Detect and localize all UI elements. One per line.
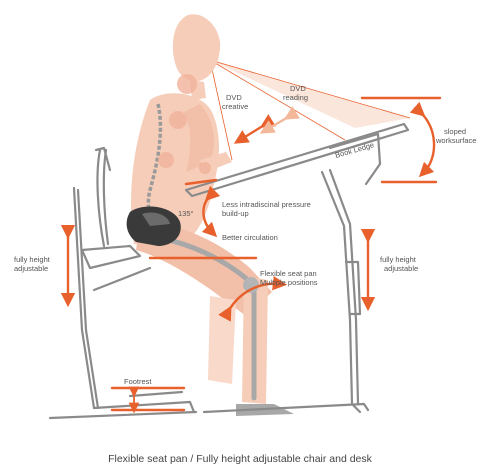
label-dvd-reading-1: DVD xyxy=(290,84,306,93)
label-dvd-creative-2: creative xyxy=(222,102,248,111)
dvd-creative-arrow xyxy=(240,124,266,140)
label-chair-height-1: fully height xyxy=(14,255,51,264)
label-circulation: Better circulation xyxy=(222,233,278,242)
label-seat-pan-2: Multiple positions xyxy=(260,278,318,287)
label-dvd-reading-2: reading xyxy=(283,93,308,102)
label-pressure-1: Less intradiscinal pressure xyxy=(222,200,311,209)
label-desk-height-2: adjustable xyxy=(384,264,418,273)
label-sloped-1: sloped xyxy=(444,127,466,136)
label-chair-height-2: adjustable xyxy=(14,264,48,273)
label-desk-height-1: fully height xyxy=(380,255,417,264)
label-seat-pan-1: Flexible seat pan xyxy=(260,269,317,278)
label-footrest: Footrest xyxy=(124,377,152,386)
diagram-caption: Flexible seat pan / Fully height adjusta… xyxy=(108,453,373,465)
dvd-reading-arrow xyxy=(266,116,290,130)
label-pressure-2: build-up xyxy=(222,209,249,218)
label-angle: 135° xyxy=(178,209,194,218)
label-dvd-creative-1: DVD xyxy=(226,93,242,102)
label-sloped-2: worksurface xyxy=(435,136,476,145)
slope-arrow xyxy=(420,112,434,172)
